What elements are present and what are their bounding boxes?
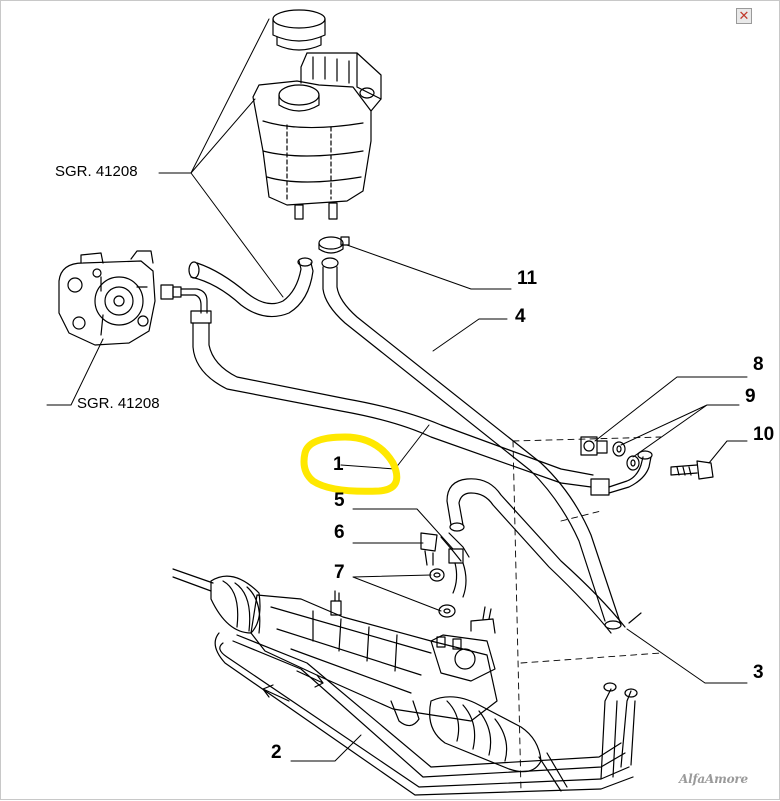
callout-7: 7 [334,562,345,583]
callout-10: 10 [753,424,775,445]
steering-rack [172,568,568,792]
callout-5: 5 [334,490,345,511]
close-button[interactable]: ✕ [736,8,752,24]
group-ref-upper: SGR. 41208 [55,163,138,180]
hose-3 [446,478,642,634]
fittings-5-6-7 [420,532,470,618]
return-hose-4 [321,257,622,630]
callout-6: 6 [334,522,345,543]
leader-lines [46,18,748,762]
hose-clamp-11 [318,236,350,254]
steering-pump [58,250,156,346]
watermark-logo: AlfaAmore [679,772,748,786]
group-ref-lower: SGR. 41208 [77,395,160,412]
callout-9: 9 [745,386,756,407]
pressure-hose-1 [160,284,653,496]
dashed-reference-lines [512,436,662,792]
fittings-8-9-10 [580,436,714,480]
callout-1: 1 [333,454,344,475]
callout-11: 11 [517,268,538,289]
callout-4: 4 [515,306,526,327]
highlight-marker-ring [300,433,401,495]
cooling-pipe-loop-2 [214,632,638,796]
callout-8: 8 [753,354,764,375]
callout-2: 2 [271,742,282,763]
reservoir-tank [252,9,382,220]
suction-hose [188,257,314,318]
callout-3: 3 [753,662,764,683]
